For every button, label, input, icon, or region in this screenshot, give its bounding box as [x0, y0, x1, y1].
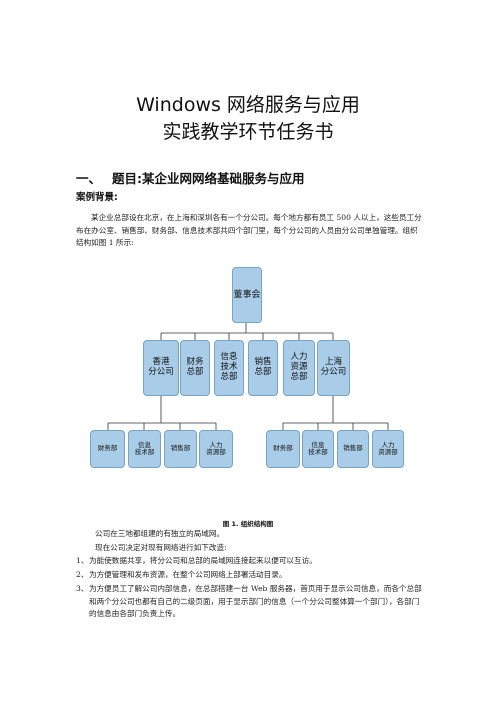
org-node-board: 董事会 — [232, 267, 262, 323]
list-item-number: 2、 — [76, 570, 89, 579]
org-node-right-sales: 销售部 — [337, 430, 369, 468]
org-node-sales-hq: 销售 总部 — [248, 340, 278, 396]
intro-paragraph: 某企业总部设在北京，在上海和深圳各有一个分公司。每个地方都有员工 500 人以上… — [76, 213, 422, 247]
section-number: 一、 — [76, 171, 102, 186]
org-node-sh-branch: 上海 分公司 — [317, 340, 350, 396]
org-node-left-finance: 财务部 — [90, 430, 125, 468]
list-item-text: 为方便员工了解公司内部信息，在总部搭建一台 Web 服务器，首页用于显示公司信息… — [89, 584, 422, 618]
org-node-right-finance: 财务部 — [266, 430, 300, 468]
org-node-left-sales: 销售部 — [164, 430, 197, 468]
org-chart: 董事会 香港 分公司 财务 总部 信息 技术 总部 销售 总部 人力 资源 总部… — [88, 260, 406, 475]
section-heading: 一、题目:某企业网网络基础服务与应用 — [76, 168, 305, 187]
org-chart-connectors — [107, 323, 389, 430]
org-node-right-it: 信息 技术部 — [302, 430, 334, 468]
case-heading: 案例背景: — [76, 192, 118, 203]
body-line-plan: 现在公司决定对现有网络进行如下改造: — [95, 543, 227, 552]
org-node-finance-hq: 财务 总部 — [180, 340, 210, 396]
list-item-text: 为能使数据共享，将分公司和总部的局域网连接起来以便可以互访。 — [89, 556, 317, 565]
figure-caption: 图 1. 组织结构图 — [222, 520, 274, 528]
org-node-it-hq: 信息 技术 总部 — [214, 340, 244, 396]
section-title: 题目:某企业网网络基础服务与应用 — [112, 171, 305, 186]
list-item: 1、 为能使数据共享，将分公司和总部的局域网连接起来以便可以互访。 — [76, 555, 426, 568]
org-node-hk-branch: 香港 分公司 — [143, 340, 179, 396]
list-item-number: 3、 — [76, 584, 89, 593]
list-item: 3、 为方便员工了解公司内部信息，在总部搭建一台 Web 服务器，首页用于显示公… — [76, 583, 426, 621]
org-node-right-hr: 人力 资源部 — [372, 430, 404, 468]
list-item: 2、 为方便管理和发布资源，在整个公司网络上部署活动目录。 — [76, 569, 426, 582]
list-item-number: 1、 — [76, 556, 89, 565]
list-item-text: 为方便管理和发布资源，在整个公司网络上部署活动目录。 — [89, 570, 287, 579]
org-node-left-hr: 人力 资源部 — [199, 430, 233, 468]
org-node-left-it: 信息 技术部 — [128, 430, 161, 468]
org-node-hr-hq: 人力 资源 总部 — [283, 340, 315, 396]
document-title: Windows 网络服务与应用 — [136, 94, 360, 116]
document-subtitle: 实践教学环节任务书 — [162, 121, 334, 143]
body-line-lan: 公司在三地都组建的有独立的局域网。 — [95, 529, 225, 538]
